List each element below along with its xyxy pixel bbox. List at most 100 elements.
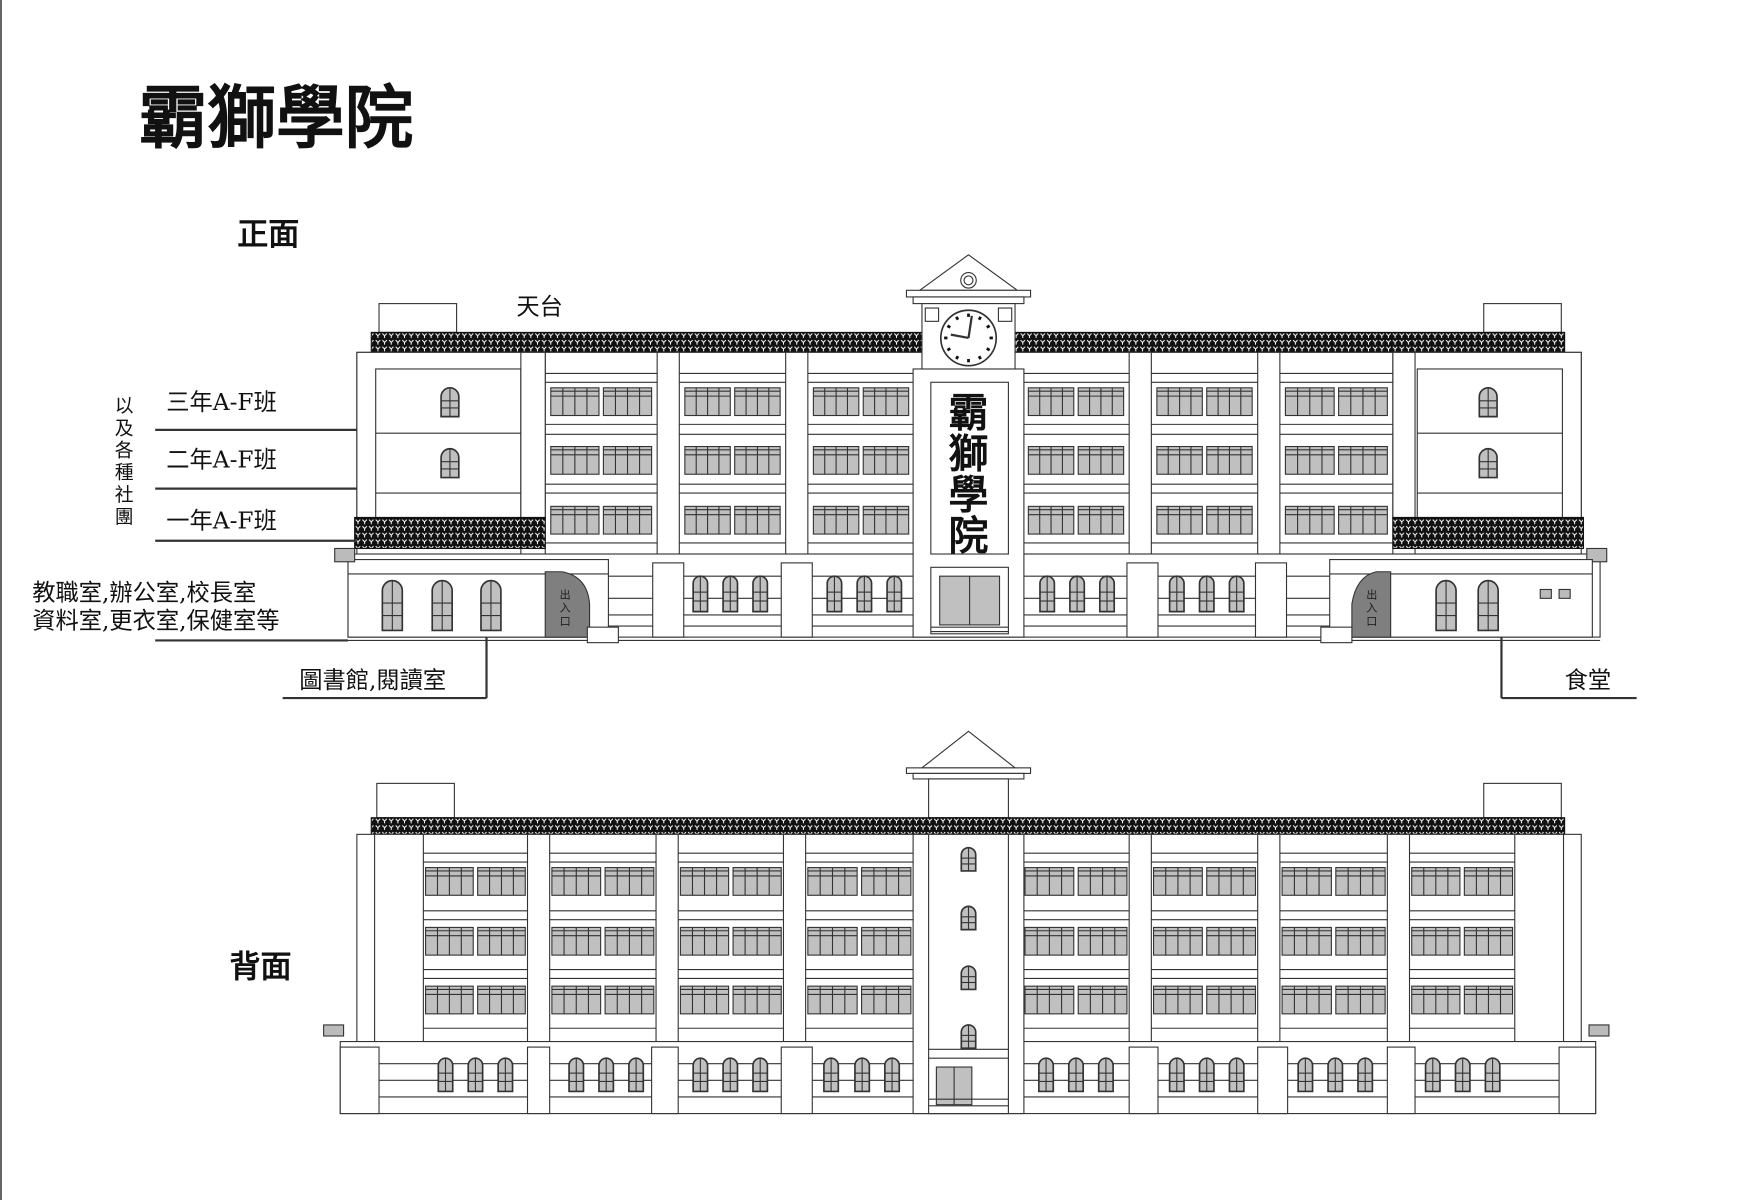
entrance-door-left: [544, 571, 591, 638]
cornice-block: [323, 1024, 345, 1037]
window: [1335, 867, 1386, 896]
window: [1411, 867, 1461, 896]
ground-pier: [1128, 1046, 1159, 1115]
window: [550, 505, 600, 535]
arched-window: [960, 846, 977, 872]
arched-window: [1168, 575, 1185, 613]
arched-window: [467, 1057, 484, 1093]
pilaster: [1128, 833, 1152, 1043]
entrance-right: 出 入 口: [1366, 587, 1377, 628]
clubs-char: 及: [115, 418, 134, 439]
window: [1411, 926, 1461, 956]
roof-tile-strip: [1392, 516, 1585, 550]
window: [425, 867, 474, 896]
window: [425, 985, 474, 1015]
page-title: 霸獅學院: [139, 79, 414, 159]
rooftop-structure: [1483, 782, 1562, 819]
arched-window: [1067, 1057, 1085, 1093]
window: [1077, 387, 1125, 417]
arched-window: [823, 1057, 840, 1093]
window: [861, 867, 912, 896]
step: [586, 626, 619, 644]
floor-label-3: 三年A-F班: [166, 389, 277, 416]
arched-window: [381, 579, 404, 632]
arched-window: [752, 1057, 769, 1093]
arched-window: [884, 1057, 901, 1093]
arched-window: [1424, 1057, 1441, 1093]
pediment: [920, 730, 1017, 769]
pilaster: [656, 351, 680, 555]
cornice-block: [1586, 547, 1608, 563]
window: [477, 985, 526, 1015]
clock-numeral: [955, 316, 960, 321]
clock-hour-hand: [950, 333, 969, 340]
ground-pier: [1254, 562, 1288, 638]
roof-tile-strip: [370, 331, 925, 353]
end-wall: [1514, 833, 1565, 1043]
window: [734, 445, 781, 475]
window: [1206, 445, 1253, 475]
vent: [1539, 588, 1552, 599]
clock-numeral: [946, 347, 951, 352]
window: [1077, 985, 1128, 1015]
window: [1024, 867, 1075, 896]
clock-numeral: [986, 324, 991, 329]
clock-numeral: [977, 355, 982, 360]
window: [1156, 505, 1203, 535]
rooftop-structure: [1483, 303, 1562, 333]
tower-top: [928, 778, 1009, 819]
roof-tile-strip: [1012, 331, 1566, 353]
arched-window: [1484, 1057, 1501, 1093]
entrance-char: 口: [1366, 615, 1377, 628]
window: [1338, 387, 1388, 417]
window: [1152, 926, 1203, 956]
office-label-1: 教職室,辦公室,校長室: [32, 580, 256, 607]
pilaster: [1257, 351, 1281, 555]
arched-window: [440, 386, 460, 418]
front-elevation: [155, 254, 1637, 700]
arched-window: [480, 579, 502, 632]
ground-pier: [1386, 1046, 1416, 1115]
window: [679, 985, 730, 1015]
arched-window: [1038, 1057, 1055, 1093]
arched-window: [826, 575, 843, 613]
window: [1027, 387, 1075, 417]
window: [1024, 926, 1075, 956]
window: [1338, 505, 1388, 535]
window: [1463, 926, 1514, 956]
roof-tile-strip: [354, 516, 546, 550]
window: [1206, 985, 1257, 1015]
pilaster: [655, 833, 679, 1043]
window: [1338, 445, 1388, 475]
pilaster: [1257, 833, 1281, 1043]
clubs-char: 各: [115, 440, 134, 462]
tower-sign-char: 院: [949, 514, 989, 560]
ground-pier: [1257, 1046, 1289, 1115]
clubs-char: 以: [115, 396, 134, 417]
window: [551, 867, 602, 896]
window: [604, 985, 655, 1015]
office-label-2: 資料室,更衣室,保健室等: [32, 607, 279, 634]
window: [812, 445, 860, 475]
clock-numeral: [986, 347, 991, 352]
window: [1027, 445, 1075, 475]
ground-pier: [780, 1046, 813, 1115]
window: [861, 926, 912, 956]
arched-window: [1327, 1057, 1344, 1093]
window: [1463, 985, 1514, 1015]
tower-sign-char: 學: [949, 473, 989, 519]
arched-window: [1477, 579, 1499, 632]
ground-pier: [651, 1046, 679, 1115]
pilaster: [1386, 833, 1411, 1043]
entrance-char: 出: [560, 587, 571, 601]
arched-window: [856, 575, 873, 613]
arched-window: [1098, 575, 1116, 613]
window: [812, 387, 860, 417]
window: [1152, 985, 1203, 1015]
pilaster: [782, 833, 807, 1043]
cornice: [912, 772, 1025, 780]
arched-window: [1454, 1057, 1471, 1093]
arched-window: [440, 447, 460, 479]
arched-window: [1478, 447, 1498, 479]
window: [807, 926, 858, 956]
